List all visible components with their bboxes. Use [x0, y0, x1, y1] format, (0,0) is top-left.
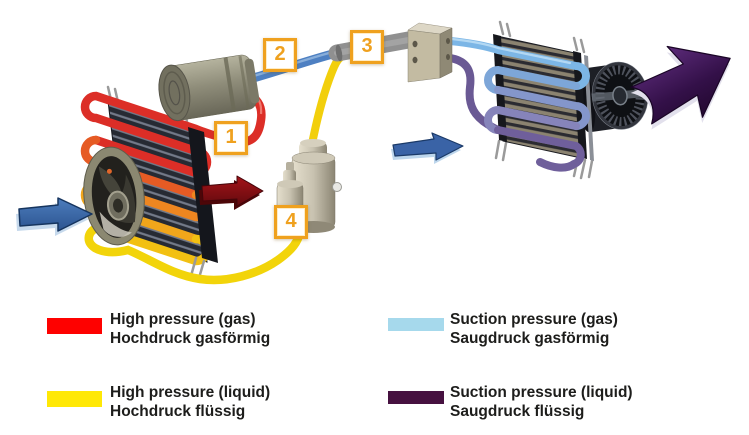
suction-tube-serpentine [446, 37, 590, 172]
legend-line-en: High pressure (liquid) [110, 384, 271, 401]
marker-4-receiver-drier: 4 [274, 205, 308, 239]
legend-swatch-suction-pressure-gas [388, 318, 444, 331]
legend-line-de: Hochdruck flüssig [110, 403, 246, 420]
legend-label-suction-pressure-liquid: Suction pressure (liquid) Saugdruck flüs… [450, 383, 633, 421]
legend-label-suction-pressure-gas: Suction pressure (gas) Saugdruck gasförm… [450, 310, 618, 348]
condenser-fan [83, 146, 145, 246]
legend-line-de: Hochdruck gasförmig [110, 330, 271, 347]
legend-line-de: Saugdruck gasförmig [450, 330, 610, 347]
marker-2-suction-line: 2 [263, 38, 297, 72]
legend-swatch-high-pressure-gas [47, 318, 102, 334]
cool-air-out-arrow [630, 45, 731, 130]
legend-line-en: High pressure (gas) [110, 311, 256, 328]
legend-line-en: Suction pressure (liquid) [450, 384, 633, 401]
compressor [158, 54, 260, 122]
legend-swatch-high-pressure-liquid [47, 391, 102, 407]
legend-label-high-pressure-liquid: High pressure (liquid) Hochdruck flüssig [110, 383, 270, 421]
air-in-arrow-right [391, 132, 464, 164]
high-pressure-liquid-tube [84, 223, 305, 285]
expansion-valve [407, 22, 453, 83]
suction-liquid-return-tube [446, 54, 502, 134]
marker-3-expansion-valve: 3 [350, 30, 384, 64]
legend-label-high-pressure-gas: High pressure (gas) Hochdruck gasförmig [110, 310, 270, 348]
marker-1-condenser: 1 [214, 121, 248, 155]
warm-air-out-arrow [199, 175, 264, 210]
air-in-arrow-left [16, 197, 93, 236]
legend-swatch-suction-pressure-liquid [388, 391, 444, 404]
legend-line-en: Suction pressure (gas) [450, 311, 618, 328]
liquid-line-riser-tube [307, 45, 362, 153]
legend-line-de: Saugdruck flüssig [450, 403, 585, 420]
